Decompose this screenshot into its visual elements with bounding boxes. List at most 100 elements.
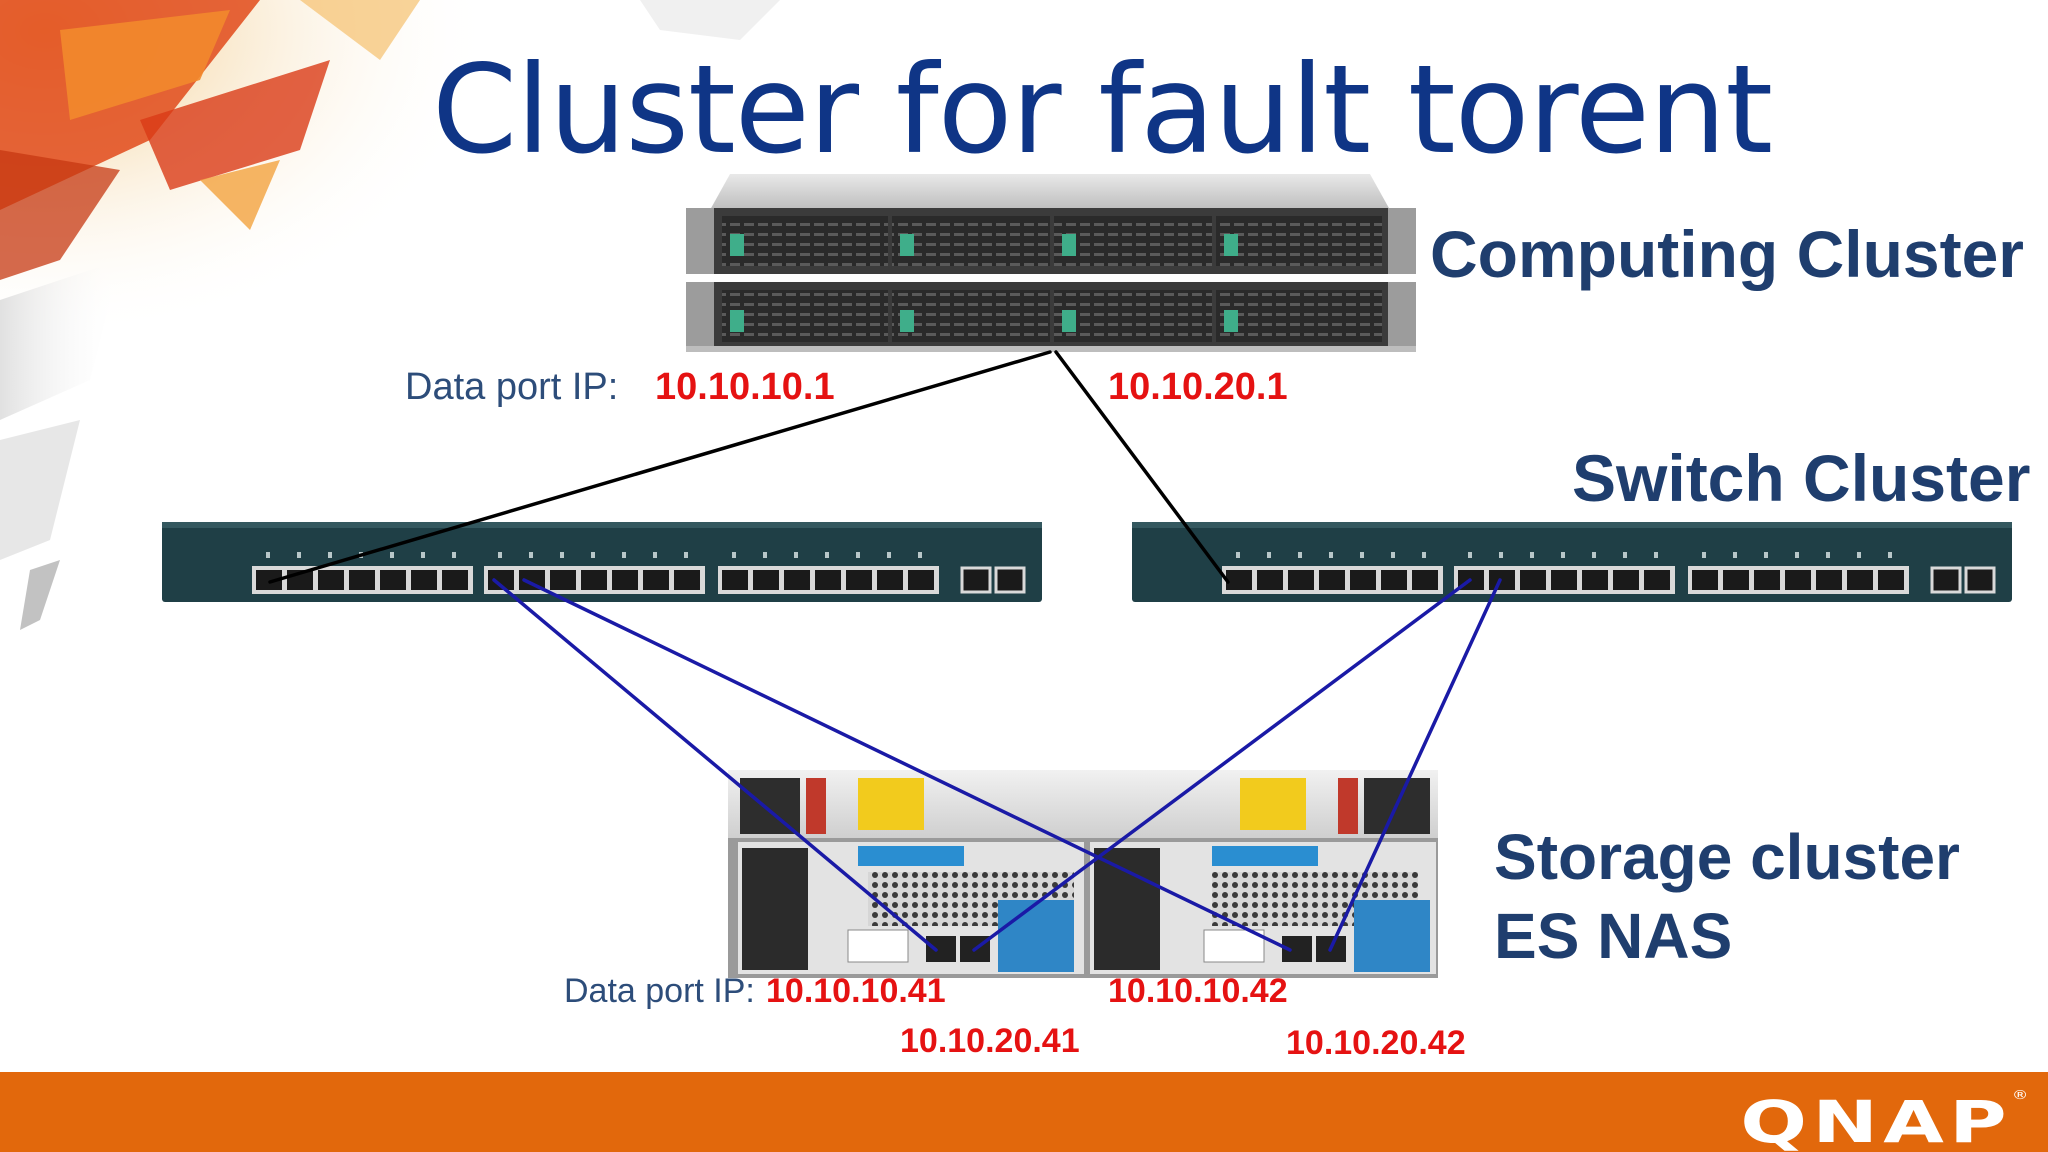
ethernet-port xyxy=(1350,570,1376,590)
qnap-trademark: ® xyxy=(2011,1088,2028,1102)
compute-ip-2: 10.10.20.1 xyxy=(1108,366,1288,408)
storage-ip-b2: 10.10.20.42 xyxy=(1286,1024,1466,1062)
qnap-logo-text: QNAP xyxy=(1740,1088,2012,1152)
port-led xyxy=(1236,552,1240,558)
port-led xyxy=(1360,552,1364,558)
port-led xyxy=(1561,552,1565,558)
port-led xyxy=(1857,552,1861,558)
storage-data-port-label: Data port IP: xyxy=(564,972,755,1010)
ethernet-port xyxy=(877,570,903,590)
port-led xyxy=(1530,552,1534,558)
ethernet-port xyxy=(1489,570,1515,590)
ethernet-port xyxy=(519,570,545,590)
compute-server-1 xyxy=(686,174,1416,274)
cable-lines xyxy=(268,350,1502,952)
port-led xyxy=(1391,552,1395,558)
ethernet-port xyxy=(380,570,406,590)
computing-cluster-label: Computing Cluster xyxy=(1430,217,2024,291)
port-led xyxy=(1764,552,1768,558)
uplink-port xyxy=(994,566,1026,594)
port-led xyxy=(297,552,301,558)
uplink-port xyxy=(1930,566,1962,594)
port-led xyxy=(1298,552,1302,558)
ethernet-port xyxy=(846,570,872,590)
port-led xyxy=(918,552,922,558)
slide-title: Cluster for fault torent xyxy=(432,39,1773,181)
ethernet-port xyxy=(1257,570,1283,590)
port-led xyxy=(498,552,502,558)
port-led xyxy=(732,552,736,558)
port-led xyxy=(1733,552,1737,558)
ethernet-port xyxy=(488,570,514,590)
ethernet-port xyxy=(674,570,700,590)
storage-cluster-label-line1: Storage cluster xyxy=(1494,821,1960,893)
cable-switch2-to-nas-a-port2 xyxy=(972,578,1472,952)
ethernet-port xyxy=(1288,570,1314,590)
ethernet-port xyxy=(1520,570,1546,590)
ethernet-port xyxy=(1723,570,1749,590)
port-led xyxy=(1468,552,1472,558)
port-led xyxy=(887,552,891,558)
port-led xyxy=(763,552,767,558)
port-led xyxy=(1702,552,1706,558)
port-led xyxy=(622,552,626,558)
port-led xyxy=(1592,552,1596,558)
port-led xyxy=(560,552,564,558)
ethernet-port xyxy=(753,570,779,590)
cable-switch1-to-nas-b-port1 xyxy=(522,578,1292,952)
port-led xyxy=(1329,552,1333,558)
ethernet-port xyxy=(1878,570,1904,590)
switch-2 xyxy=(1132,522,2012,602)
port-led xyxy=(1826,552,1830,558)
ethernet-port xyxy=(1644,570,1670,590)
ethernet-port xyxy=(1226,570,1252,590)
port-led xyxy=(421,552,425,558)
storage-cluster-label-line2: ES NAS xyxy=(1494,900,1733,973)
ethernet-port xyxy=(612,570,638,590)
compute-data-port-label: Data port IP: xyxy=(405,366,619,408)
ethernet-port xyxy=(1319,570,1345,590)
port-led xyxy=(1795,552,1799,558)
port-led xyxy=(266,552,270,558)
switch-cluster-label: Switch Cluster xyxy=(1572,441,2031,515)
ethernet-port xyxy=(815,570,841,590)
ethernet-port xyxy=(1613,570,1639,590)
ethernet-port xyxy=(1381,570,1407,590)
ethernet-port xyxy=(550,570,576,590)
ethernet-port xyxy=(581,570,607,590)
port-led xyxy=(328,552,332,558)
ethernet-port xyxy=(318,570,344,590)
ethernet-port xyxy=(643,570,669,590)
ethernet-port xyxy=(349,570,375,590)
uplink-port xyxy=(960,566,992,594)
ethernet-port xyxy=(442,570,468,590)
storage-ip-a1: 10.10.10.41 xyxy=(766,972,946,1010)
ethernet-port xyxy=(1816,570,1842,590)
port-led xyxy=(653,552,657,558)
ethernet-port xyxy=(1692,570,1718,590)
storage-ip-b1: 10.10.10.42 xyxy=(1108,972,1288,1010)
port-led xyxy=(1422,552,1426,558)
ethernet-port xyxy=(1582,570,1608,590)
port-led xyxy=(856,552,860,558)
ethernet-port xyxy=(1847,570,1873,590)
port-led xyxy=(1654,552,1658,558)
compute-ip-1: 10.10.10.1 xyxy=(655,366,835,408)
port-led xyxy=(825,552,829,558)
compute-server-2 xyxy=(686,282,1416,352)
port-led xyxy=(1623,552,1627,558)
cable-compute-to-switch2 xyxy=(1054,350,1230,584)
port-led xyxy=(390,552,394,558)
port-led xyxy=(684,552,688,558)
storage-ip-a2: 10.10.20.41 xyxy=(900,1022,1080,1060)
ethernet-port xyxy=(722,570,748,590)
ethernet-port xyxy=(411,570,437,590)
footer-bar xyxy=(0,1072,2048,1152)
port-led xyxy=(452,552,456,558)
ethernet-port xyxy=(256,570,282,590)
ethernet-port xyxy=(1785,570,1811,590)
ethernet-port xyxy=(1754,570,1780,590)
port-led xyxy=(1267,552,1271,558)
